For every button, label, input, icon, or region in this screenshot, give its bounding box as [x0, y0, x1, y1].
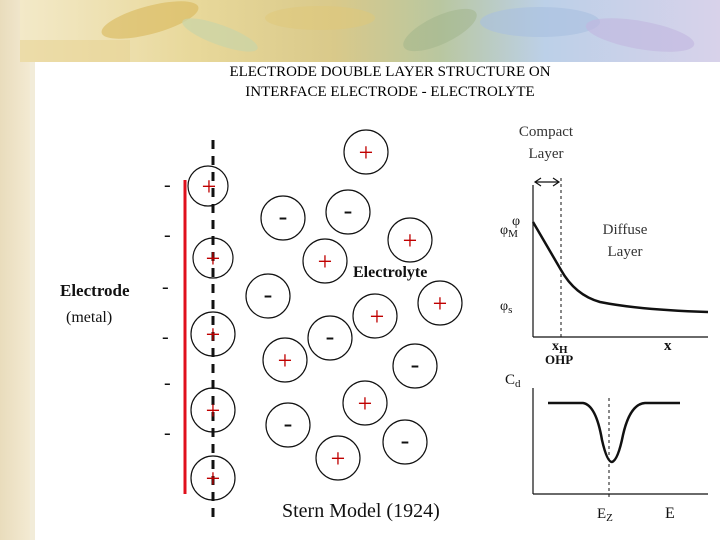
title-line-2: INTERFACE ELECTRODE - ELECTROLYTE: [245, 84, 535, 100]
electrode-minus: -: [162, 326, 169, 348]
ion-circle: [260, 195, 306, 241]
anion-minus: -: [344, 196, 353, 225]
left-decor-strip: [0, 0, 30, 540]
ion-circle: [352, 293, 398, 339]
compact-layer-plus: + + + + +: [202, 172, 221, 493]
ion-circle: [307, 315, 353, 361]
e-axis-label: E: [665, 505, 675, 522]
electrode-charges: - - - - - -: [162, 174, 171, 444]
header-banner: [20, 0, 720, 62]
capacitance-curve: [548, 401, 680, 464]
electrode-sublabel: (metal): [66, 309, 112, 326]
electrode-label: Electrode: [60, 281, 130, 300]
ion-circle: [245, 273, 291, 319]
electrode-minus: -: [164, 422, 171, 444]
ohp-label: OHP: [545, 352, 573, 367]
ion-circle: [343, 129, 389, 175]
slide-canvas: [35, 62, 720, 540]
cation-plus: +: [433, 289, 448, 318]
anion-minus: -: [284, 409, 293, 438]
ion-circle: [315, 435, 361, 481]
cation-plus: +: [359, 138, 374, 167]
ion-circle: [392, 343, 438, 389]
anion-minus: -: [326, 322, 335, 351]
potential-curve: [531, 221, 709, 314]
cation-plus: +: [403, 226, 418, 255]
cation-circle: [187, 165, 229, 207]
diffuse-layer-label-2: Layer: [608, 244, 643, 260]
slide-title: ELECTRODE DOUBLE LAYER STRUCTURE ON INTE…: [100, 62, 680, 102]
phi-s-label: φs: [500, 299, 512, 316]
stern-model-caption: Stern Model (1924): [282, 500, 440, 522]
potential-graph: φ φM φs xH OHP x: [500, 177, 709, 367]
compact-layer-label: Compact: [519, 124, 574, 140]
anion-minus: -: [264, 280, 273, 309]
ion-circle: [382, 419, 428, 465]
arrow-head-right: [552, 177, 561, 187]
cation-plus: +: [206, 396, 221, 425]
electrode-minus: -: [164, 174, 171, 196]
cd-label: Cd: [505, 372, 521, 390]
cation-plus: +: [358, 389, 373, 418]
ion-circle: [325, 189, 371, 235]
cation-circle: [190, 455, 236, 501]
electrode-minus: -: [162, 276, 169, 298]
anion-minus: -: [401, 426, 410, 455]
compact-layer-label-2: Layer: [529, 146, 564, 162]
electrode-minus: -: [164, 372, 171, 394]
anion-minus: -: [411, 350, 420, 379]
cation-plus: +: [331, 444, 346, 473]
cation-plus: +: [278, 346, 293, 375]
electrolyte-label: Electrolyte: [353, 264, 427, 281]
title-line-1: ELECTRODE DOUBLE LAYER STRUCTURE ON: [229, 64, 551, 80]
ion-circle: [417, 280, 463, 326]
diffuse-layer-label: Diffuse: [603, 222, 648, 238]
electrode-minus: -: [164, 224, 171, 246]
diffuse-layer-signs: + - - + + - + + - + - + - - +: [264, 138, 448, 473]
cation-plus: +: [318, 247, 333, 276]
arrow-head-left: [533, 177, 542, 187]
cation-circle: [192, 237, 234, 279]
cation-plus: +: [370, 302, 385, 331]
cation-circle: [190, 311, 236, 357]
capacitance-graph: Cd EZ E: [505, 372, 708, 524]
cation-plus: +: [206, 244, 221, 273]
ion-circle: [302, 238, 348, 284]
ez-label: EZ: [597, 506, 613, 524]
xh-label: xH: [552, 339, 568, 356]
anion-minus: -: [279, 202, 288, 231]
cation-plus: +: [202, 172, 217, 201]
cation-plus: +: [206, 464, 221, 493]
diffuse-layer-ions: [245, 129, 463, 481]
x-axis-label: x: [664, 338, 672, 354]
ion-circle: [387, 217, 433, 263]
cation-circle: [190, 387, 236, 433]
phi-m-label: φM: [500, 223, 518, 240]
ion-circle: [262, 337, 308, 383]
banner-leaves-decor: [20, 1, 695, 62]
ion-circle: [342, 380, 388, 426]
cation-plus: +: [206, 320, 221, 349]
compact-layer-ions: [187, 165, 236, 501]
phi-label: φ: [512, 214, 520, 229]
ion-circle: [265, 402, 311, 448]
